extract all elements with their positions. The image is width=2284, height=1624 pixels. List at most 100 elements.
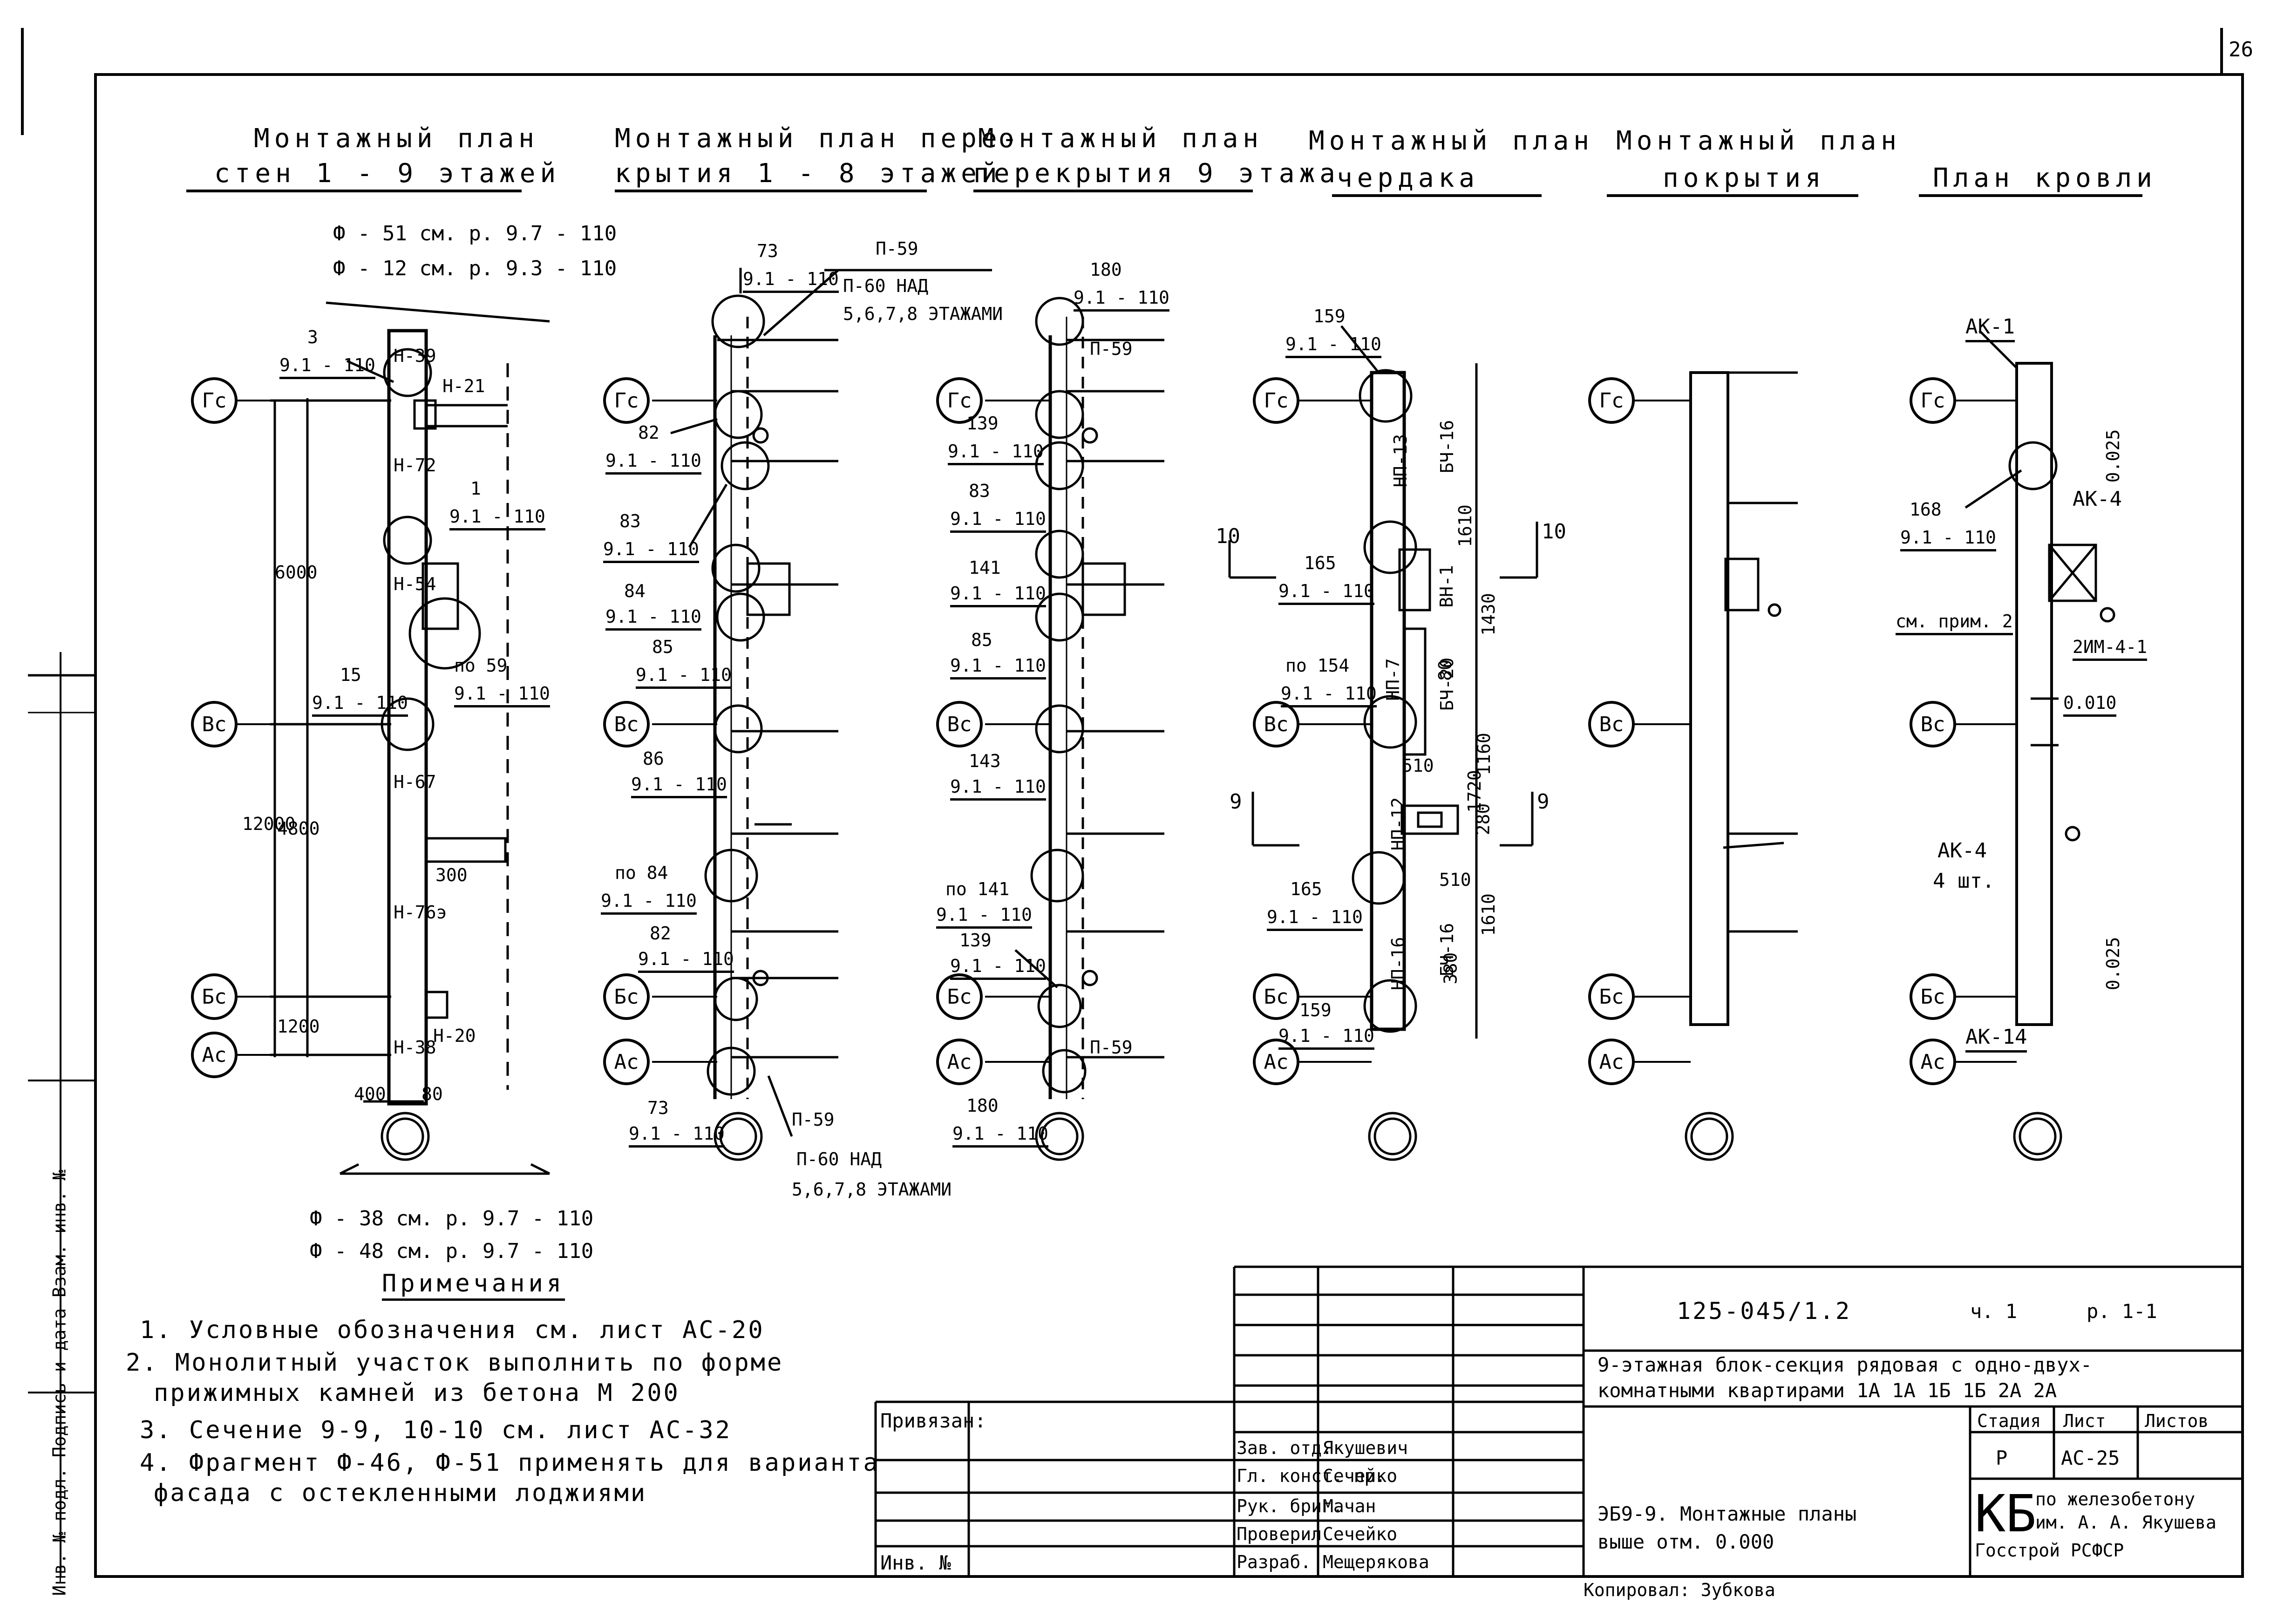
node-number: 84 [624, 581, 646, 601]
fragment-ref: Ф - 12 см. р. 9.3 - 110 [333, 257, 617, 280]
axis-marker-as: Ас [1588, 1039, 1635, 1085]
plan-roof-slab [1685, 371, 1798, 1161]
axis-marker-as: Ас [1910, 1039, 1956, 1085]
dimension: 1610 [1455, 504, 1475, 547]
node-sheet: 9.1 - 110 [936, 906, 1032, 929]
node-number: 3 [307, 327, 318, 347]
node-number: 139 [966, 413, 999, 434]
funnel-mark: 2ИМ-4-1 [2073, 638, 2148, 661]
panel-mark: ВН-1 [1436, 565, 1457, 608]
node-sheet: 9.1 - 110 [948, 442, 1044, 465]
dimension: 1200 [277, 1016, 320, 1037]
node-number: 82 [650, 923, 671, 944]
dimension: 380 [1440, 952, 1461, 985]
panel-mark: НП-16 [1388, 937, 1409, 991]
panel-mark: БЧ-16 [1437, 420, 1458, 474]
sheets-header: Листов [2145, 1411, 2209, 1431]
sheet-number: 26 [2229, 38, 2253, 61]
node-number: 82 [638, 422, 659, 443]
node-number: по 59 [454, 655, 508, 676]
node-number: 159 [1313, 306, 1346, 326]
node-number: 86 [643, 748, 664, 769]
note-item: прижимных камней из бетона М 200 [154, 1379, 680, 1407]
axis-marker-bs: Бс [603, 973, 650, 1020]
node-sheet: 9.1 - 110 [631, 775, 727, 798]
node-sheet: 9.1 - 110 [454, 685, 550, 707]
axis-marker-bs: Бс [1910, 973, 1956, 1020]
parapet-mark: АК-4 [2073, 487, 2122, 511]
parapet-mark: АК-14 [1965, 1027, 2027, 1053]
panel-mark: Н-38 [394, 1037, 436, 1058]
dimension: 510 [1439, 870, 1471, 890]
dimension: 80 [421, 1084, 443, 1104]
axis-marker-gs: Гс [191, 377, 238, 424]
node-number: 159 [1299, 1000, 1332, 1020]
parapet-count: 4 шт. [1933, 869, 1995, 893]
section-mark: 10 [1216, 524, 1240, 548]
org-line2: им. А. А. Якушева [2035, 1512, 2216, 1533]
heading-roofslab-line1: Монтажный план [1616, 126, 1902, 156]
section-mark: 10 [1542, 520, 1566, 544]
panel-mark: Н-21 [442, 376, 485, 396]
axis-marker-vs: Вс [603, 701, 650, 747]
node-number: 85 [652, 637, 673, 657]
section-mark: 9 [1537, 790, 1550, 814]
axis-marker-vs: Вс [936, 701, 983, 747]
heading-slab9-line1: Монтажный план [978, 123, 1264, 154]
note-item: 1. Условные обозначения см. лист АС-20 [140, 1316, 765, 1344]
dimension: 300 [435, 865, 468, 885]
axis-marker-vs: Вс [1253, 701, 1299, 747]
heading-slab18-line1: Монтажный план пере- [615, 123, 1022, 154]
node-number: 73 [757, 241, 778, 261]
bound-label: Привязан: [880, 1409, 986, 1432]
axis-marker-bs: Бс [936, 973, 983, 1020]
drawing-title-line1: 9-этажная блок-секция рядовая с одно-дву… [1597, 1353, 2093, 1376]
heading-walls-line1: Монтажный план [254, 123, 539, 154]
heading-roof: План кровли [1933, 163, 2157, 193]
node-sheet: 9.1 - 110 [638, 950, 734, 973]
org-logo: КБ [1975, 1484, 2037, 1543]
heading-slab9-line2: перекрытия 9 этажа [973, 158, 1340, 189]
person: Мещерякова [1323, 1552, 1429, 1572]
node-sheet: 9.1 - 110 [601, 892, 697, 915]
node-sheet: 9.1 - 110 [1278, 1027, 1374, 1050]
axis-marker-gs: Гс [936, 377, 983, 424]
heading-walls-line2: стен 1 - 9 этажей [214, 158, 561, 189]
panel-mark: Н-76э [394, 902, 447, 923]
node-number: 141 [969, 557, 1001, 578]
sheet-value: АС-25 [2061, 1447, 2120, 1469]
axis-marker-vs: Вс [191, 701, 238, 747]
dimension: 1610 [1478, 893, 1499, 936]
node-number: 180 [966, 1095, 999, 1116]
axis-marker-as: Ас [936, 1039, 983, 1085]
fragment-ref: Ф - 38 см. р. 9.7 - 110 [310, 1207, 594, 1230]
axis-marker-bs: Бс [1588, 973, 1635, 1020]
fragment-ref: Ф - 51 см. р. 9.7 - 110 [333, 222, 617, 245]
node-sheet: 9.1 - 110 [1278, 582, 1374, 605]
person: Сечейко [1323, 1466, 1398, 1486]
heading-slab18-line2: крытия 1 - 8 этажей [615, 158, 1002, 189]
stage-header: Стадия [1977, 1411, 2041, 1431]
section-mark: 9 [1230, 790, 1242, 814]
person: Мачан [1323, 1496, 1376, 1516]
axis-marker-gs: Гс [1588, 377, 1635, 424]
node-number: 85 [971, 630, 992, 650]
node-number: 1 [470, 478, 481, 499]
node-number: по 154 [1285, 655, 1350, 676]
node-sheet: 9.1 - 110 [1900, 529, 1996, 551]
node-sheet: 9.1 - 110 [950, 957, 1046, 980]
node-number: 165 [1290, 879, 1322, 899]
part: ч. 1 [1970, 1300, 2018, 1323]
node-sheet: 9.1 - 110 [1074, 289, 1169, 312]
callout-text: П-60 НАД [843, 276, 929, 296]
axis-marker-gs: Гс [1253, 377, 1299, 424]
parapet-mark: АК-4 [1937, 839, 1987, 863]
node-sheet: 9.1 - 110 [950, 778, 1046, 801]
slope: 0.010 [2063, 694, 2117, 717]
node-number: по 84 [615, 863, 668, 883]
plan-walls [270, 301, 551, 1175]
node-number: 83 [619, 511, 641, 531]
heading-roofslab-line2: покрытия [1663, 163, 1826, 193]
stage-value: Р [1996, 1447, 2008, 1469]
